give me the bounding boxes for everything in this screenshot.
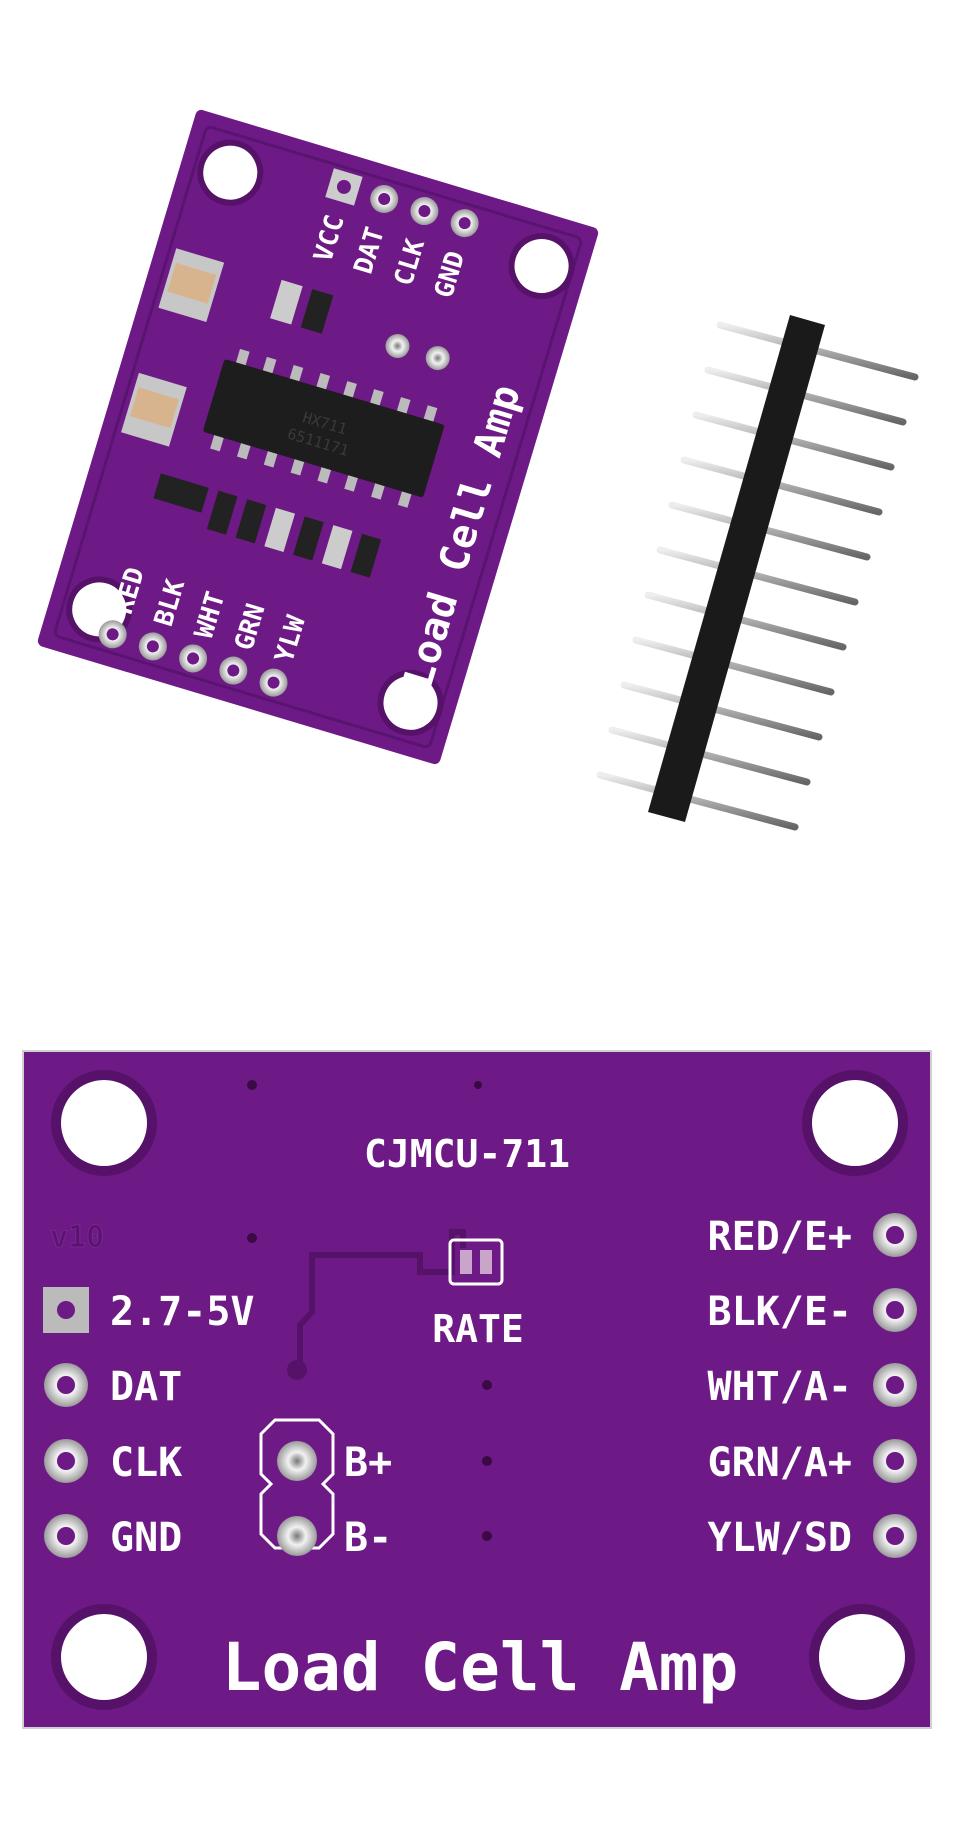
- board-title: Load Cell Amp: [222, 1629, 739, 1706]
- label-b-plus: B+: [344, 1440, 392, 1486]
- label-blk-e-minus: BLK/E-: [708, 1289, 853, 1335]
- left-pads: [43, 1287, 89, 1558]
- mounting-holes: [66, 139, 575, 736]
- label-gnd: GND: [110, 1515, 182, 1561]
- wire-pads: [98, 620, 288, 697]
- label-wht-a-minus: WHT/A-: [708, 1364, 853, 1410]
- rate-jumper: [448, 1238, 504, 1286]
- hx711-chip: HX711 6511171: [203, 348, 445, 508]
- header-body: [648, 315, 825, 822]
- right-pads: [873, 1213, 917, 1558]
- bottom-board: CJMCU-711 v10 RATE 2.7-5V DAT CLK GND RE…: [22, 1050, 932, 1729]
- header-pads: [325, 168, 479, 238]
- model-label: CJMCU-711: [364, 1132, 570, 1176]
- label-b-minus: B-: [344, 1515, 392, 1561]
- label-ylw-sd: YLW/SD: [708, 1515, 853, 1561]
- b-pads: [259, 1418, 335, 1556]
- label-grn-a-plus: GRN/A+: [708, 1440, 853, 1486]
- label-supply: 2.7-5V: [110, 1289, 255, 1335]
- mounting-holes: [51, 1070, 915, 1710]
- pin-header: [596, 315, 919, 831]
- trace: [297, 1229, 466, 1365]
- top-board: VCC DAT CLK GND RED BLK WHT GRN YLW Load…: [37, 109, 599, 765]
- version-label: v10: [50, 1220, 104, 1255]
- vias: [247, 1080, 492, 1541]
- header-pins: [596, 321, 919, 831]
- smd-components: [121, 248, 450, 578]
- rate-label: RATE: [432, 1307, 524, 1351]
- label-red-e-plus: RED/E+: [708, 1214, 853, 1260]
- label-clk: CLK: [110, 1440, 182, 1486]
- label-dat: DAT: [110, 1364, 182, 1410]
